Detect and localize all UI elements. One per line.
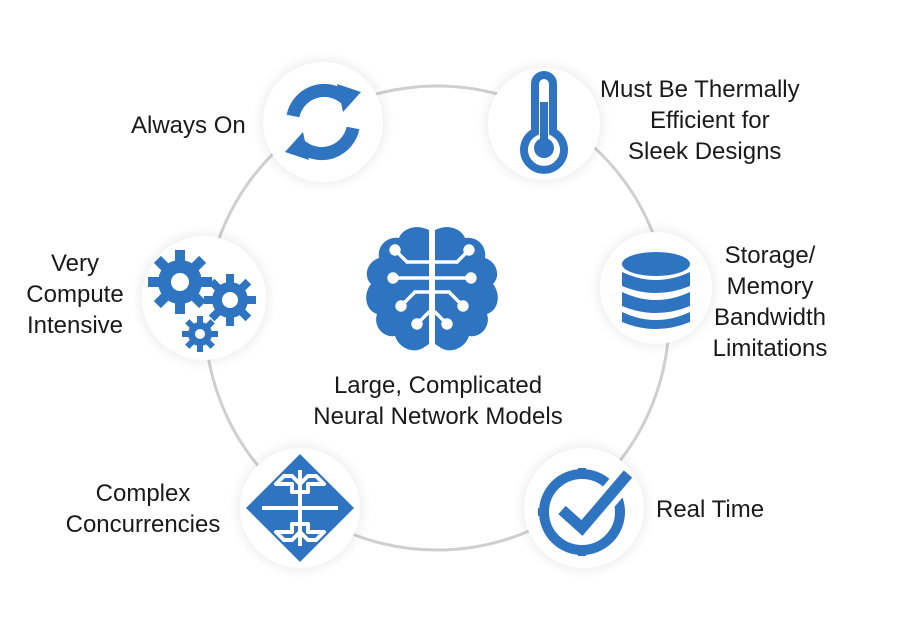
center-label-line1: Large, Complicated xyxy=(333,372,543,399)
gears-icon xyxy=(148,250,256,352)
compute-line1: Very xyxy=(50,250,100,277)
node-compute-label: Very Compute Intensive xyxy=(10,248,140,341)
node-real-time-label: Real Time xyxy=(656,494,764,525)
node-thermal-icon-bg xyxy=(488,68,600,180)
compute-line3: Intensive xyxy=(26,312,124,339)
clock-check-icon xyxy=(538,466,637,556)
thermal-line3: Sleek Designs xyxy=(628,138,782,165)
compute-line2: Compute xyxy=(26,281,124,308)
puzzle-arrows-icon xyxy=(246,454,354,562)
center-label: Large, Complicated Neural Network Models xyxy=(283,370,593,432)
node-real-time-icon-bg xyxy=(524,448,644,568)
node-concurrency-icon-bg xyxy=(240,448,360,568)
node-compute-icon-bg xyxy=(142,236,266,360)
refresh-arrows-icon xyxy=(285,83,361,161)
node-storage-label: Storage/ Memory Bandwidth Limitations xyxy=(700,240,840,364)
storage-line2: Memory xyxy=(726,273,814,300)
thermal-line1: Must Be Thermally xyxy=(600,76,800,103)
thermal-line2: Efficient for xyxy=(650,107,770,134)
center-label-line2: Neural Network Models xyxy=(313,403,563,430)
concurrency-line2: Concurrencies xyxy=(65,511,221,538)
real-time-line1: Real Time xyxy=(656,496,765,523)
node-always-on-label: Always On xyxy=(131,110,246,141)
node-always-on-icon-bg xyxy=(263,62,383,182)
storage-line1: Storage/ xyxy=(724,242,816,269)
brain-circuit-icon xyxy=(366,227,498,351)
database-icon xyxy=(622,252,690,329)
node-concurrency-label: Complex Concurrencies xyxy=(48,478,238,540)
storage-line4: Limitations xyxy=(712,335,828,362)
concurrency-line1: Complex xyxy=(95,480,191,507)
node-storage-icon-bg xyxy=(600,232,712,344)
thermometer-icon xyxy=(520,71,568,174)
node-thermal-label: Must Be Thermally Efficient for Sleek De… xyxy=(600,74,800,167)
always-on-line1: Always On xyxy=(131,112,246,139)
storage-line3: Bandwidth xyxy=(713,304,827,331)
